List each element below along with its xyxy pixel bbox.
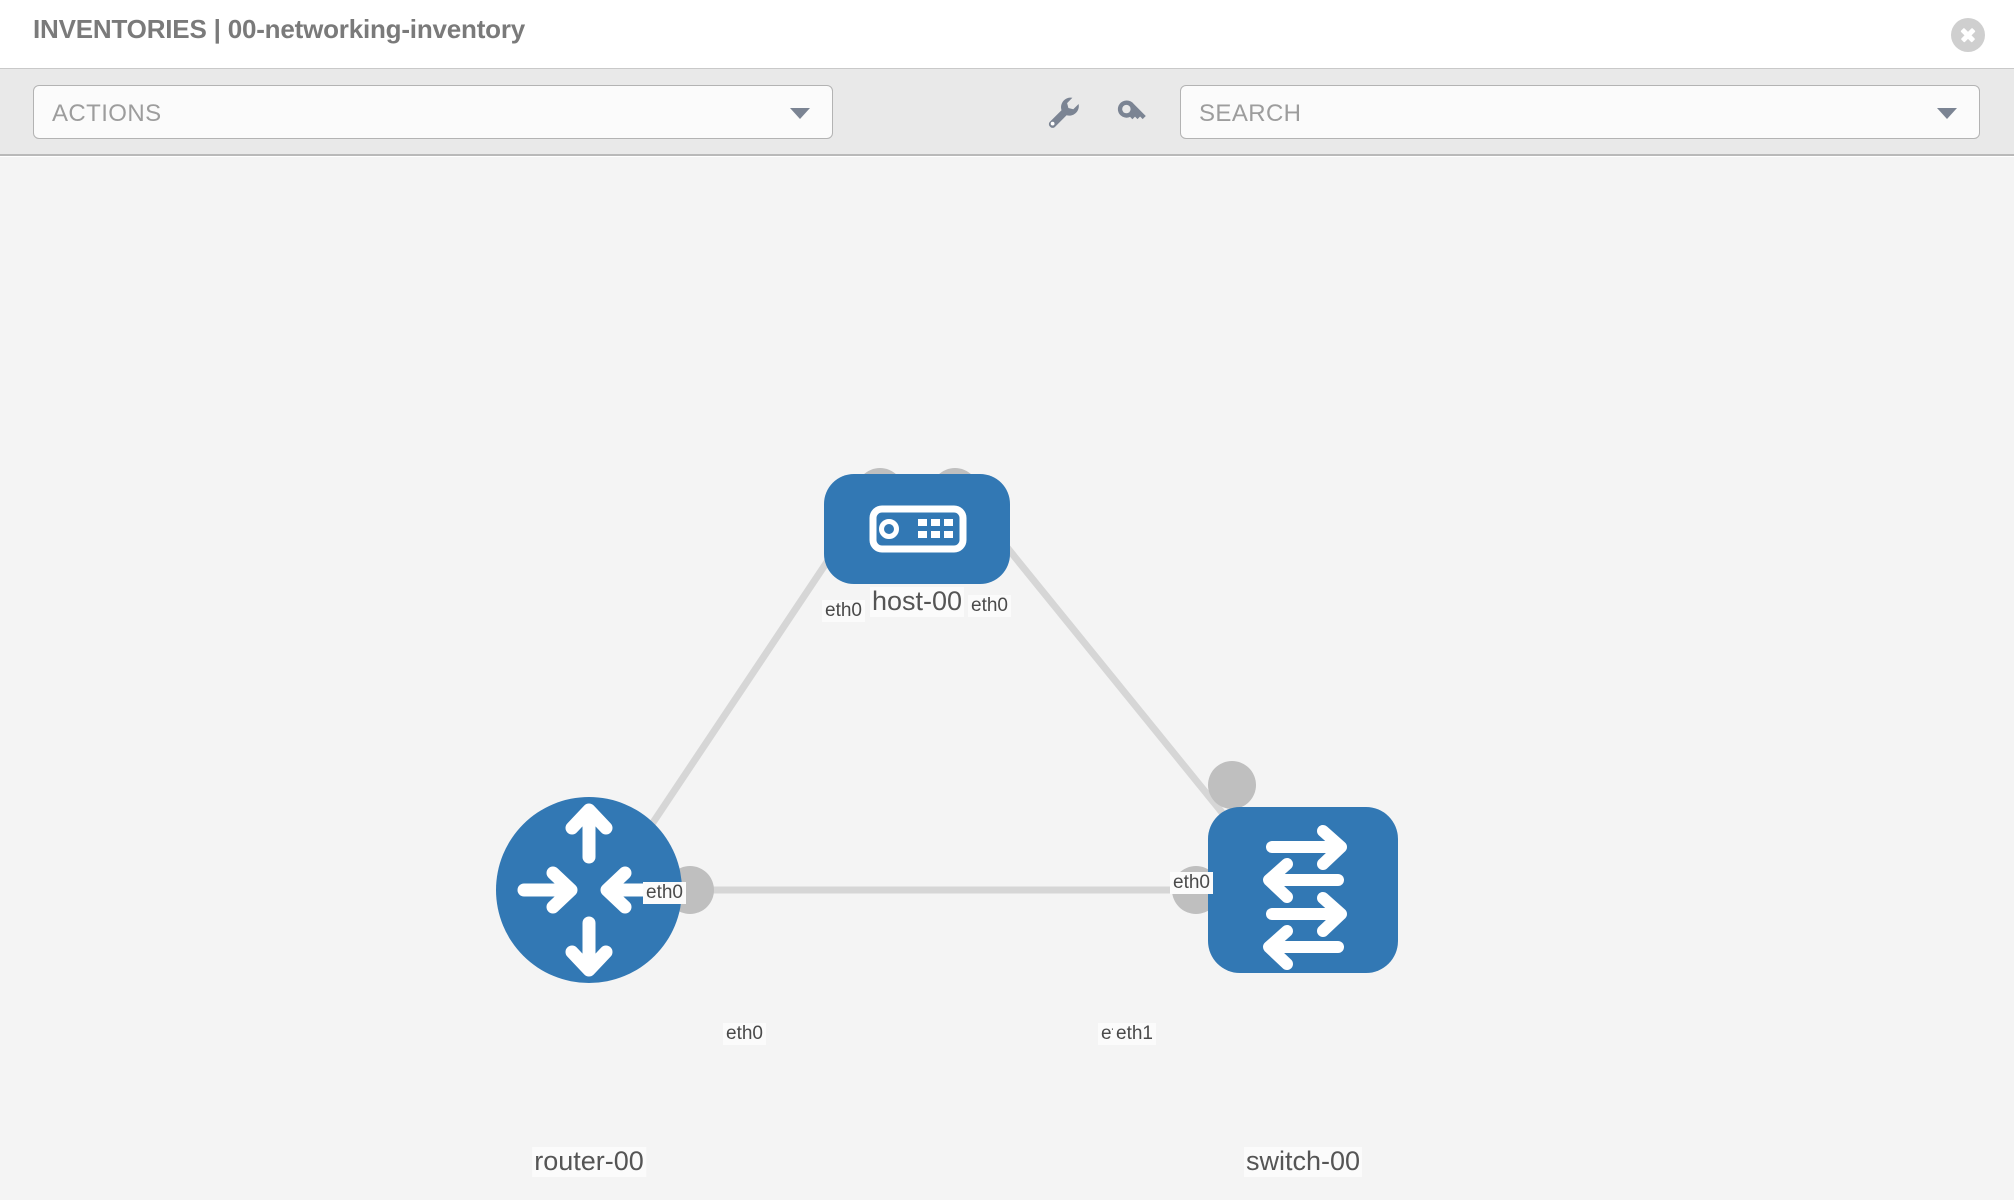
edge-label-router00-up: eth0 — [643, 882, 686, 904]
page-title: INVENTORIES | 00-networking-inventory — [33, 14, 526, 44]
page-header: INVENTORIES | 00-networking-inventory — [0, 0, 2014, 68]
search-input[interactable]: SEARCH — [1180, 85, 1980, 139]
key-icon[interactable] — [1110, 91, 1152, 133]
server-appliance-icon — [869, 505, 967, 553]
node-switch-00 — [1208, 807, 1398, 973]
node-router-00-shape — [496, 797, 682, 983]
chevron-down-icon — [790, 108, 810, 119]
actions-dropdown[interactable]: ACTIONS — [33, 85, 833, 139]
node-label-router-00: router-00 — [532, 1146, 646, 1177]
node-label-host-00: host-00 — [869, 586, 965, 617]
toolbar: ACTIONS SEARCH — [0, 68, 2014, 156]
edge-label-host00-left: eth0 — [822, 600, 865, 622]
edge-label-switch00-eth1: eth1 — [1113, 1023, 1156, 1045]
bidirectional-arrows-icon — [1263, 825, 1347, 970]
wrench-icon[interactable] — [1042, 91, 1084, 133]
node-router-00 — [496, 797, 682, 983]
topology-graph — [496, 468, 1398, 983]
close-icon[interactable] — [1951, 18, 1985, 52]
node-label-switch-00: switch-00 — [1243, 1146, 1363, 1177]
topology-canvas[interactable]: eth0 eth0 eth0 eth0 eth0 eth0 eth1 host-… — [0, 157, 2014, 1200]
node-host-00 — [824, 474, 1010, 584]
search-placeholder: SEARCH — [1199, 100, 1302, 127]
edge-label-host00-right: eth0 — [968, 595, 1011, 617]
chevron-down-icon[interactable] — [1937, 108, 1957, 119]
node-host-00-shape — [824, 474, 1010, 584]
nub-switch00-eth0 — [1208, 761, 1256, 809]
edge-label-router00-eth0: eth0 — [723, 1023, 766, 1045]
edge-label-switch00-up: eth0 — [1170, 872, 1213, 894]
actions-dropdown-label: ACTIONS — [52, 100, 162, 127]
four-arrows-inward-icon — [517, 803, 661, 977]
node-switch-00-shape — [1208, 807, 1398, 973]
